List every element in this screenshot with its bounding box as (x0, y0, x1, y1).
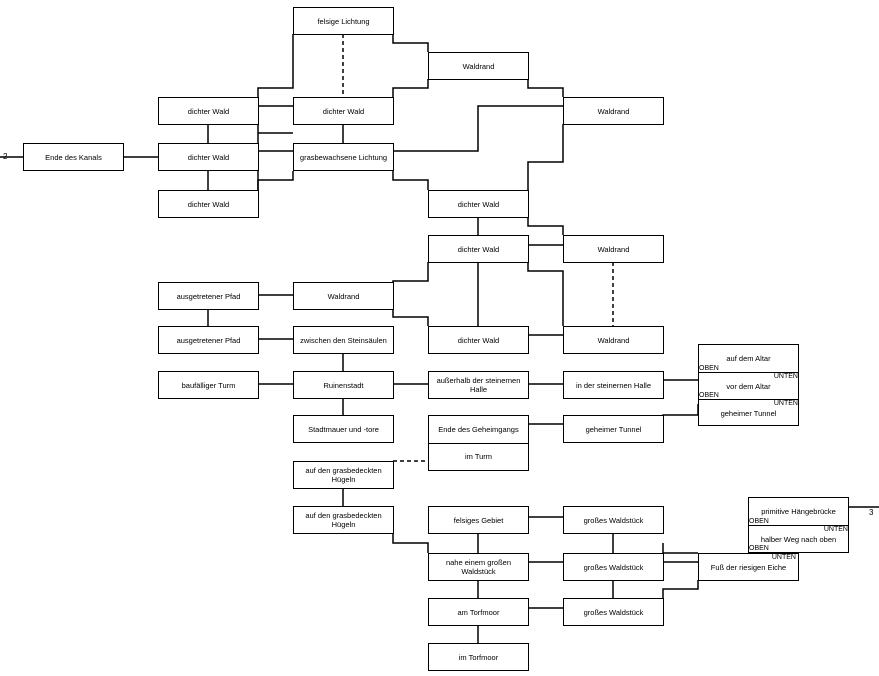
room-ausgetretener-pfad[interactable]: ausgetretener Pfad (158, 326, 259, 354)
connection (393, 105, 563, 152)
room-ende-des-kanals[interactable]: Ende des Kanals (23, 143, 124, 171)
room-stack-bridge: primitive Hängebrücke OBEN UNTEN halber … (748, 497, 849, 553)
room-huegeln[interactable]: auf den grasbedeckten Hügeln (293, 461, 394, 489)
room-auf-dem-altar[interactable]: auf dem Altar OBEN (699, 345, 798, 372)
connection (392, 79, 429, 97)
room-im-torfmoor[interactable]: im Torfmoor (428, 643, 529, 671)
connection (257, 34, 294, 124)
room-in-der-halle[interactable]: in der steinernen Halle (563, 371, 664, 399)
room-label: vor dem Altar (726, 382, 771, 391)
room-label: halber Weg nach oben (760, 535, 837, 544)
room-vor-dem-altar[interactable]: UNTEN vor dem Altar OBEN (699, 372, 798, 399)
room-grosses-waldstueck[interactable]: großes Waldstück (563, 598, 664, 626)
exit-label-2: 2 (3, 152, 8, 161)
connection (392, 262, 429, 291)
room-dichter-wald[interactable]: dichter Wald (293, 97, 394, 125)
room-nahe-waldstueck[interactable]: nahe einem großen Waldstück (428, 553, 529, 581)
room-dichter-wald[interactable]: dichter Wald (428, 190, 529, 218)
connection (527, 262, 564, 326)
room-waldrand[interactable]: Waldrand (563, 97, 664, 125)
room-geheimer-tunnel-altar[interactable]: UNTEN geheimer Tunnel (699, 399, 798, 426)
room-dichter-wald[interactable]: dichter Wald (158, 143, 259, 171)
room-baufaelliger-turm[interactable]: baufälliger Turm (158, 371, 259, 399)
connection (392, 171, 429, 190)
room-primitive-haengebruecke[interactable]: primitive Hängebrücke OBEN (749, 498, 848, 525)
room-huegeln[interactable]: auf den grasbedeckten Hügeln (293, 506, 394, 534)
room-ausgetretener-pfad[interactable]: ausgetretener Pfad (158, 282, 259, 310)
connection (662, 580, 699, 598)
room-waldrand[interactable]: Waldrand (428, 52, 529, 80)
room-ende-des-geheimgangs[interactable]: Ende des Geheimgangs (438, 424, 519, 434)
up-label: OBEN (749, 518, 769, 525)
room-grosses-waldstueck[interactable]: großes Waldstück (563, 506, 664, 534)
connection (527, 124, 564, 190)
room-im-turm[interactable]: im Turm (429, 442, 528, 471)
room-label: primitive Hängebrücke (761, 507, 836, 516)
room-fuss-der-eiche[interactable]: Fuß der riesigen Eiche UNTEN (698, 553, 799, 581)
connection (662, 404, 699, 424)
room-am-torfmoor[interactable]: am Torfmoor (428, 598, 529, 626)
room-zwischen-den-steinsaeulen[interactable]: zwischen den Steinsäulen (293, 326, 394, 354)
connection (527, 217, 564, 235)
room-label: geheimer Tunnel (720, 409, 777, 418)
room-waldrand[interactable]: Waldrand (293, 282, 394, 310)
room-dichter-wald[interactable]: dichter Wald (158, 190, 259, 218)
connection (257, 171, 294, 190)
up-label: OBEN (699, 365, 719, 372)
room-grasbewachsene-lichtung[interactable]: grasbewachsene Lichtung (293, 143, 394, 171)
room-stadtmauer[interactable]: Stadtmauer und -tore (293, 415, 394, 443)
room-ruinenstadt[interactable]: Ruinenstadt (293, 371, 394, 399)
down-label: UNTEN (773, 373, 798, 380)
connection (527, 79, 564, 97)
down-label: UNTEN (823, 526, 848, 533)
room-stack-geheimgang: Ende des Geheimgangs im Turm (428, 415, 529, 471)
exit-label-3: 3 (869, 508, 874, 517)
connection (662, 543, 698, 554)
room-waldrand[interactable]: Waldrand (563, 235, 664, 263)
connection (392, 34, 429, 52)
connection (392, 533, 429, 553)
down-label: UNTEN (773, 400, 798, 407)
room-dichter-wald[interactable]: dichter Wald (158, 97, 259, 125)
room-dichter-wald[interactable]: dichter Wald (428, 235, 529, 263)
room-waldrand[interactable]: Waldrand (563, 326, 664, 354)
room-felsiges-gebiet[interactable]: felsiges Gebiet (428, 506, 529, 534)
room-label: Fuß der riesigen Eiche (710, 562, 787, 572)
room-geheimer-tunnel[interactable]: geheimer Tunnel (563, 415, 664, 443)
connection (392, 299, 429, 326)
room-label: auf dem Altar (726, 354, 771, 363)
up-label: OBEN (749, 545, 769, 552)
room-grosses-waldstueck[interactable]: großes Waldstück (563, 553, 664, 581)
down-label: UNTEN (771, 554, 796, 561)
room-felsige-lichtung[interactable]: felsige Lichtung (293, 7, 394, 35)
room-stack-altar: auf dem Altar OBEN UNTEN vor dem Altar O… (698, 344, 799, 426)
room-ausserhalb-halle[interactable]: außerhalb der steinernen Halle (428, 371, 529, 399)
room-dichter-wald[interactable]: dichter Wald (428, 326, 529, 354)
up-label: OBEN (699, 392, 719, 399)
room-halber-weg[interactable]: UNTEN halber Weg nach oben OBEN (749, 525, 848, 552)
